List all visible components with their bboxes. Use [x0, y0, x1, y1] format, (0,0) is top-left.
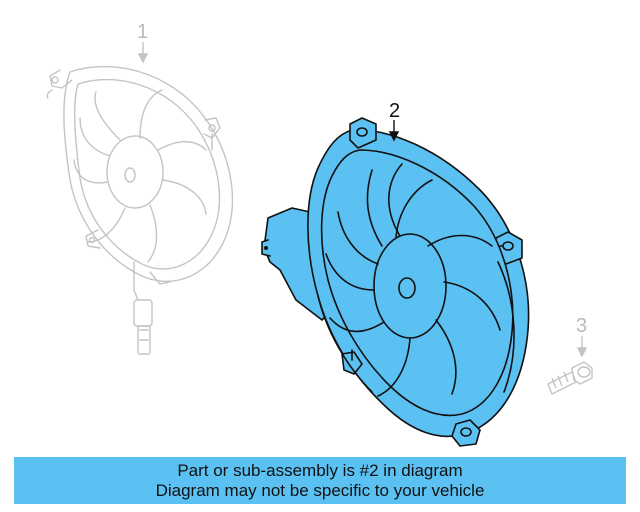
callout-number-2: 2	[389, 100, 401, 122]
part-2-fan-assembly	[261, 117, 530, 447]
part-1-fan-assembly-ghost	[46, 65, 234, 355]
callout-1-leader	[137, 42, 149, 64]
callout-number-1: 1	[137, 21, 149, 43]
info-banner: Part or sub-assembly is #2 in diagram Di…	[14, 457, 626, 504]
banner-line-1: Part or sub-assembly is #2 in diagram	[177, 460, 463, 480]
parts-diagram	[46, 42, 593, 447]
callout-2-leader	[388, 120, 400, 142]
part-3-bolt-ghost	[547, 336, 593, 395]
banner-line-2: Diagram may not be specific to your vehi…	[155, 480, 485, 500]
callout-number-3: 3	[576, 315, 588, 337]
